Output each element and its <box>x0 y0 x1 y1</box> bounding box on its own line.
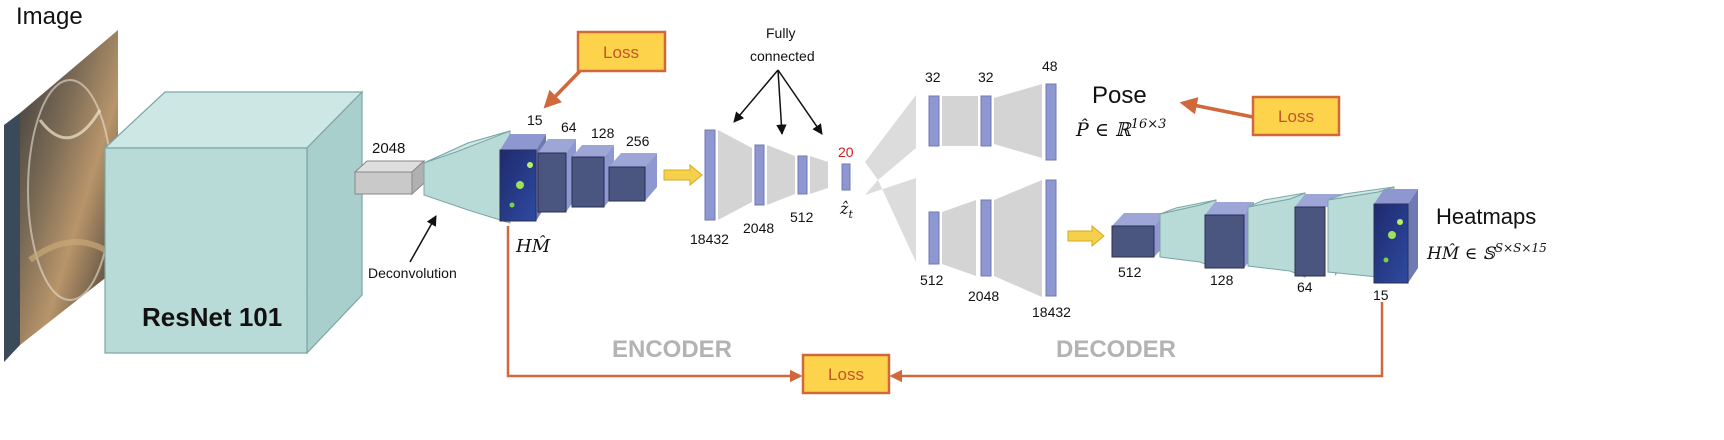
loss-label-top: Loss <box>603 43 639 62</box>
resnet-block <box>103 90 364 355</box>
heatmap-fc-branch <box>928 179 1057 297</box>
hm-fc-dim-512: 512 <box>920 272 944 288</box>
resnet-label: ResNet 101 <box>142 302 282 332</box>
decoder-deconv-2 <box>1247 192 1306 278</box>
pose-dim-48: 48 <box>1042 58 1058 74</box>
encoder-section-label: ENCODER <box>612 336 732 363</box>
decoder-dim-15: 15 <box>1373 287 1389 303</box>
dim-label-2048: 2048 <box>372 140 405 157</box>
fc-dim-18432: 18432 <box>690 231 729 247</box>
loss-arrow-pose <box>1179 97 1254 119</box>
decoder-block-512 <box>1111 213 1166 258</box>
encoder-dim-128: 128 <box>591 125 615 141</box>
encoder-dim-64: 64 <box>561 119 577 135</box>
decoder-deconv-1 <box>1159 199 1217 269</box>
fc-arrow-2 <box>776 69 787 136</box>
loss-box-top: Loss <box>576 30 667 73</box>
deconvolution-label: Deconvolution <box>368 265 457 281</box>
loss-label-bottom: Loss <box>828 365 864 384</box>
loss-box-pose: Loss <box>1251 95 1341 137</box>
fc-arrow-1 <box>733 69 779 123</box>
decoder-block-15 <box>1373 189 1418 284</box>
deconvolution-block <box>423 130 511 224</box>
decoder-section-label: DECODER <box>1056 336 1176 363</box>
decoder-dim-512: 512 <box>1118 264 1142 280</box>
hm-label: HM̂ <box>515 235 551 257</box>
yellow-arrow-encoder <box>663 163 703 187</box>
yellow-arrow-decoder <box>1067 224 1105 248</box>
feature-block-2048 <box>353 159 426 196</box>
pose-dim-32a: 32 <box>925 69 941 85</box>
decoder-block-128 <box>1204 202 1254 269</box>
pose-label: Pose <box>1092 82 1147 109</box>
encoder-fc <box>704 129 851 221</box>
heatmaps-label: Heatmaps <box>1436 204 1536 229</box>
latent-label: ẑt <box>839 199 853 221</box>
loss-box-bottom: Loss <box>801 353 891 395</box>
encoder-block-256 <box>608 153 657 202</box>
fc-arrow-3 <box>777 69 823 135</box>
branch-split-top <box>865 95 916 180</box>
fully-connected-label-2: connected <box>750 48 815 64</box>
deconvolution-arrow <box>409 215 437 263</box>
pose-dim-32b: 32 <box>978 69 994 85</box>
encoder-dim-15: 15 <box>527 112 543 128</box>
fully-connected-label-1: Fully <box>766 25 796 41</box>
encoder-block-64 <box>537 139 576 213</box>
image-title: Image <box>16 3 83 30</box>
input-image <box>4 30 118 362</box>
encoder-dim-256: 256 <box>626 133 650 149</box>
hm-fc-dim-18432: 18432 <box>1032 304 1071 320</box>
decoder-dim-64: 64 <box>1297 279 1313 295</box>
fc-dim-2048: 2048 <box>743 220 774 236</box>
encoder-block-128 <box>571 145 614 208</box>
latent-dim-20: 20 <box>838 144 854 160</box>
branch-split-bottom <box>865 178 916 262</box>
heatmap-formula: HM̂ ∈ 𝕊S×S×15 <box>1426 241 1547 264</box>
pose-branch <box>928 83 1057 161</box>
loss-arrow-top <box>543 69 582 109</box>
loss-connector-decoder <box>889 302 1384 383</box>
loss-connector-encoder <box>506 226 803 383</box>
loss-label-pose: Loss <box>1278 107 1314 126</box>
pose-formula: P̂ ∈ ℝ16×3 <box>1075 117 1166 141</box>
fc-dim-512: 512 <box>790 209 814 225</box>
hm-fc-dim-2048: 2048 <box>968 288 999 304</box>
decoder-dim-128: 128 <box>1210 272 1234 288</box>
